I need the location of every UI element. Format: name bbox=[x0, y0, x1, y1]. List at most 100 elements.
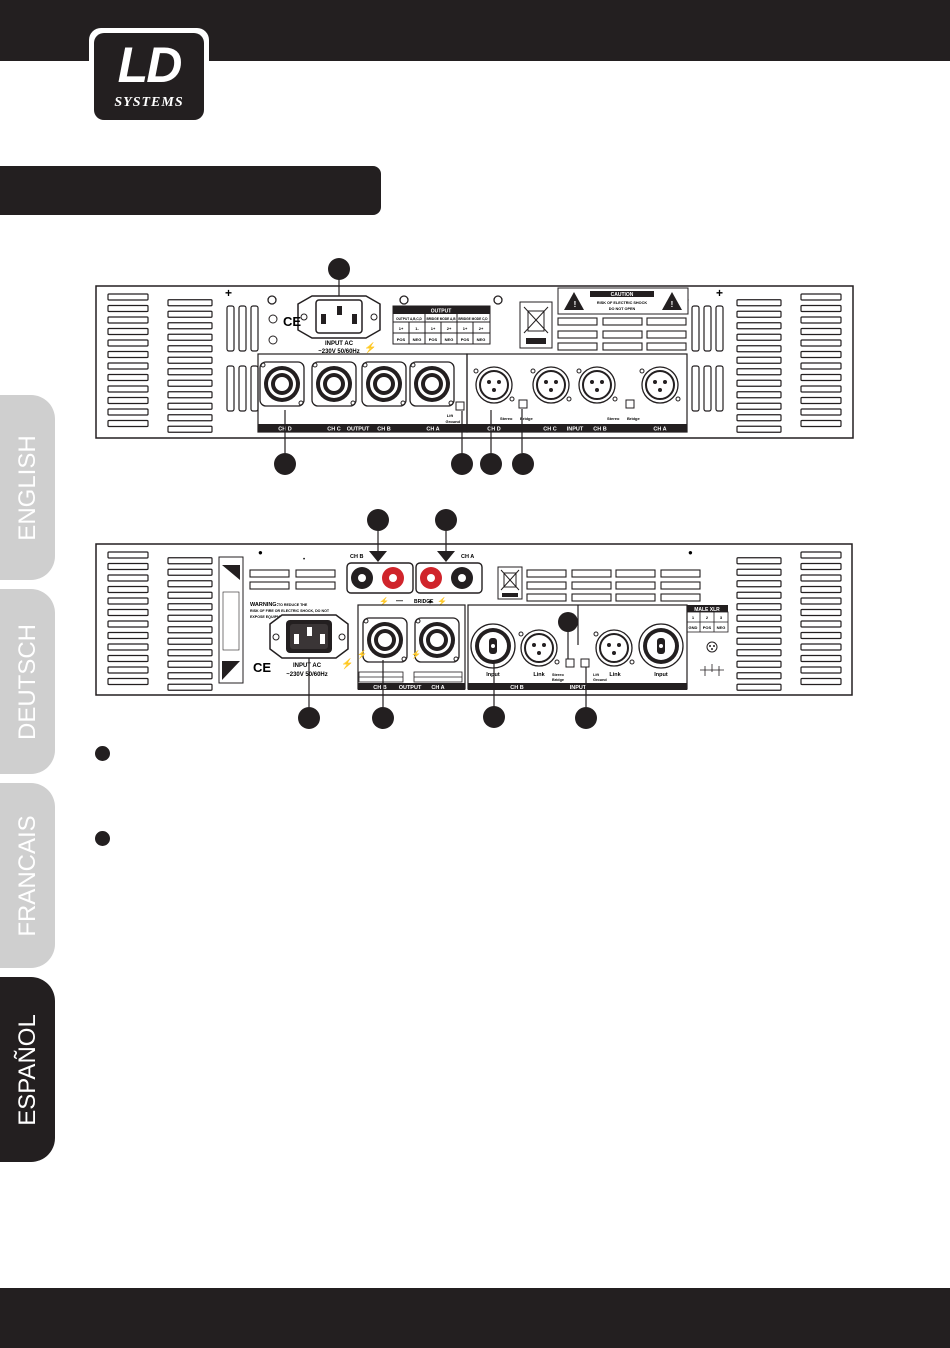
vent-slot bbox=[167, 368, 213, 376]
logo-subtext: SYSTEMS bbox=[114, 95, 184, 110]
power-input-label: INPUT AC bbox=[293, 663, 322, 669]
power-inlet-iec[interactable] bbox=[297, 295, 381, 339]
combo-input-jack[interactable] bbox=[638, 623, 684, 669]
power-inlet-iec[interactable] bbox=[269, 614, 349, 659]
table-cell: 2+ bbox=[479, 326, 484, 331]
vent-slot bbox=[736, 637, 782, 645]
output-table-title: OUTPUT bbox=[431, 309, 452, 315]
vent-slot bbox=[800, 385, 842, 393]
table-cell: POS bbox=[397, 337, 406, 342]
bullet-marker bbox=[95, 746, 110, 761]
ce-mark-icon: CE bbox=[283, 314, 301, 329]
ground-lift-switch[interactable] bbox=[580, 658, 590, 668]
in-label: INPUT bbox=[567, 427, 584, 433]
warning-line2: RISK OF FIRE OR ELECTRIC SHOCK, DO NOT bbox=[250, 609, 330, 613]
vent-slot bbox=[736, 672, 782, 680]
bottom-footer-bar bbox=[0, 1288, 950, 1348]
vent-slot bbox=[800, 562, 842, 571]
vent-slot bbox=[167, 626, 213, 634]
screw-icon: ● bbox=[258, 548, 263, 557]
stereo-bridge-switch[interactable] bbox=[625, 399, 635, 409]
ch-b-label: CH B bbox=[350, 554, 363, 560]
in-label: CH B bbox=[510, 685, 523, 691]
in-label: CH C bbox=[543, 427, 556, 433]
vent-grille-left bbox=[107, 551, 213, 691]
output-mini-tables bbox=[358, 671, 463, 683]
vent-slot bbox=[167, 356, 213, 364]
tab-espanol[interactable]: ESPAÑOL bbox=[0, 977, 55, 1162]
speakon-output-jack[interactable] bbox=[414, 617, 460, 663]
table-header: OUTPUT A,B,C,D bbox=[396, 317, 422, 321]
vent-slot bbox=[167, 391, 213, 399]
switch-bridge-label: Bridge bbox=[627, 416, 640, 421]
table-cell: 1+ bbox=[431, 326, 436, 331]
vent-slot bbox=[167, 557, 213, 565]
vent-slot bbox=[167, 414, 213, 422]
table-header: BRIDGE MODE C,D bbox=[458, 317, 488, 321]
switch-lift-label: Lift bbox=[447, 413, 454, 418]
ground-lift-switch[interactable] bbox=[455, 401, 465, 411]
weee-bin-icon bbox=[519, 301, 553, 349]
tab-english[interactable]: ENGLISH bbox=[0, 395, 55, 580]
vent-slot bbox=[167, 603, 213, 611]
vent-slot bbox=[107, 339, 149, 347]
in-label: INPUT bbox=[570, 685, 587, 691]
vent-slot bbox=[107, 362, 149, 370]
vent-slot bbox=[800, 643, 842, 651]
tab-deutsch[interactable]: DEUTSCH bbox=[0, 589, 55, 774]
vent-slot bbox=[107, 293, 149, 301]
vent-slot bbox=[167, 683, 213, 691]
speakon-output-jack[interactable] bbox=[362, 617, 408, 663]
xlr-input-jack[interactable] bbox=[530, 366, 572, 404]
tab-espanol-label: ESPAÑOL bbox=[13, 1013, 41, 1126]
vent-slot bbox=[167, 322, 213, 330]
speakon-output-jack[interactable] bbox=[409, 361, 455, 407]
xlr-input-jack[interactable] bbox=[473, 366, 515, 404]
speakon-output-jack[interactable] bbox=[259, 361, 305, 407]
table-cell: 2+ bbox=[447, 326, 452, 331]
speakon-outputs bbox=[259, 361, 455, 407]
xlr-input-jack[interactable] bbox=[639, 366, 681, 404]
vent-slot bbox=[107, 304, 149, 313]
weee-bin-icon bbox=[497, 566, 523, 600]
xlr-input-jack[interactable] bbox=[576, 366, 618, 404]
vent-slot bbox=[107, 654, 149, 663]
output-wiring-table: OUTPUT OUTPUT A,B,C,D BRIDGE MODE A,B BR… bbox=[392, 305, 491, 345]
vent-slot bbox=[736, 683, 782, 691]
vent-slot bbox=[800, 293, 842, 301]
vent-grille-right bbox=[736, 293, 842, 433]
table-cell: POS bbox=[429, 337, 438, 342]
xlr-input-jack[interactable] bbox=[518, 629, 560, 667]
ld-systems-logo: LD SYSTEMS bbox=[89, 28, 209, 125]
speakon-output-jack[interactable] bbox=[311, 361, 357, 407]
jack-link-label: Link bbox=[533, 672, 545, 678]
stereo-bridge-switch[interactable] bbox=[565, 658, 575, 668]
vent-slot bbox=[800, 350, 842, 359]
speakon-output-jack[interactable] bbox=[361, 361, 407, 407]
svg-text:!: ! bbox=[574, 300, 577, 309]
vent-slot bbox=[736, 402, 782, 410]
vent-slot bbox=[800, 419, 842, 428]
callout-markers bbox=[298, 509, 597, 729]
combo-input-jack[interactable] bbox=[470, 623, 516, 669]
vent-slot bbox=[736, 626, 782, 634]
warning-sticker bbox=[218, 556, 244, 684]
vent-slot bbox=[736, 603, 782, 611]
warning-title: WARNING: bbox=[250, 602, 279, 608]
lightning-icon: ⚡ bbox=[357, 649, 367, 659]
vent-slot bbox=[167, 299, 213, 307]
vent-slot bbox=[736, 322, 782, 330]
xlr-func: NEG bbox=[717, 625, 726, 630]
tab-francais[interactable]: FRANCAIS bbox=[0, 783, 55, 968]
ce-mark-icon: CE bbox=[253, 660, 271, 675]
vent-slot bbox=[800, 373, 842, 382]
power-input-spec: ~230V 50/60Hz bbox=[286, 672, 328, 678]
table-cell: NEG bbox=[477, 337, 486, 342]
rear-panel-two-channel: ● • ● CH B CH A ⚡ — BRIDGE + ⚡ WARNING: … bbox=[95, 509, 853, 729]
callout-markers bbox=[274, 258, 534, 475]
vent-slot bbox=[107, 666, 149, 674]
stereo-bridge-switch[interactable] bbox=[518, 399, 528, 409]
bullet-marker bbox=[95, 831, 110, 846]
vent-slot bbox=[107, 643, 149, 651]
xlr-input-jack[interactable] bbox=[593, 629, 635, 667]
